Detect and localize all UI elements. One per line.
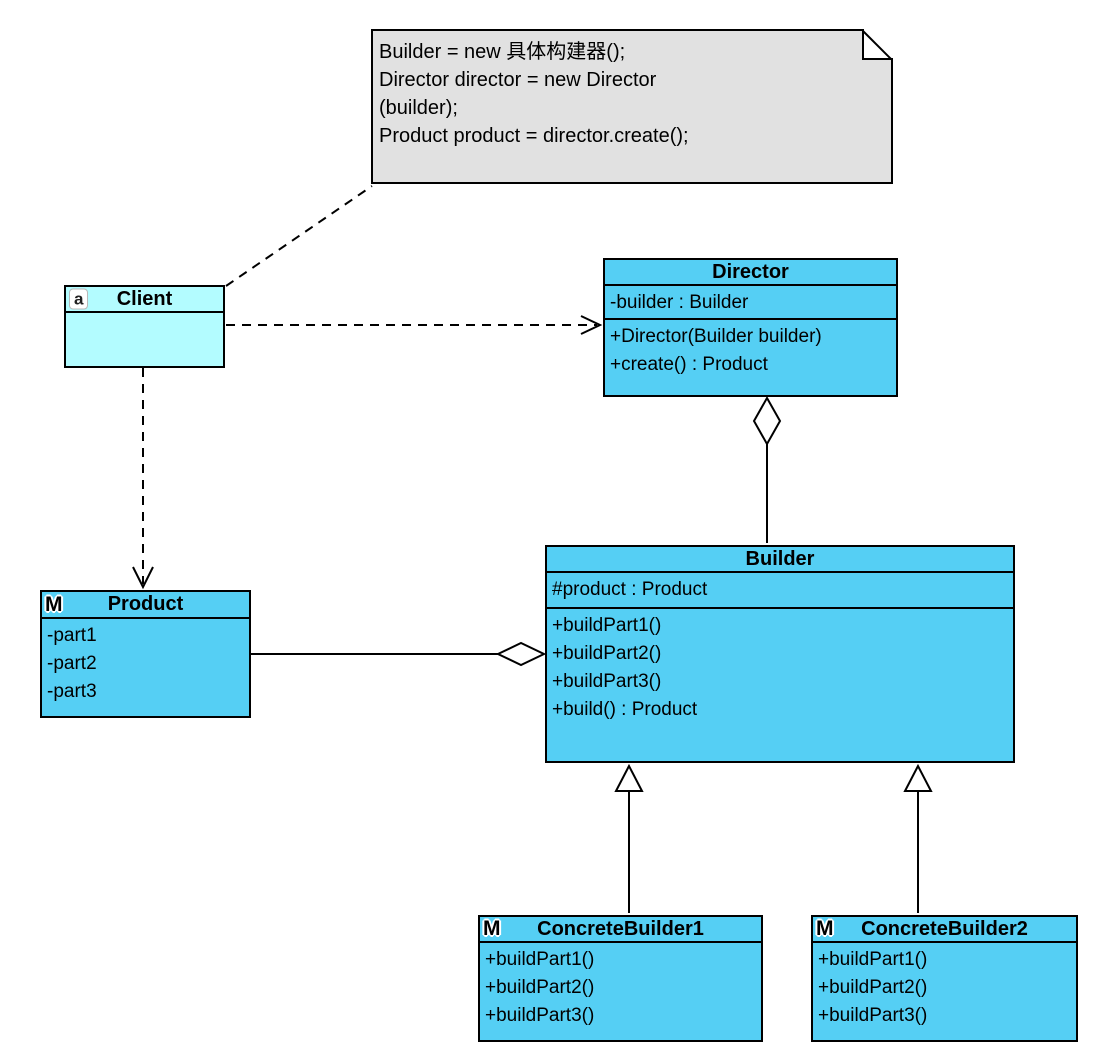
dependency-arrowhead-product <box>132 566 154 590</box>
note-line: (builder); <box>379 97 458 119</box>
method: +Director(Builder builder) <box>610 326 822 347</box>
note-line: Director director = new Director <box>379 69 657 91</box>
class-director-header: Director <box>605 260 896 286</box>
class-client[interactable]: a Client <box>64 285 225 368</box>
aggregation-diamond-director <box>752 395 782 447</box>
class-concrete-builder2[interactable]: M ConcreteBuilder2 +buildPart1() +buildP… <box>811 915 1078 1042</box>
class-builder[interactable]: Builder #product : Product +buildPart1()… <box>545 545 1015 763</box>
attribute: -builder : Builder <box>610 292 749 313</box>
class-name: Builder <box>745 547 815 570</box>
class-director-methods: +Director(Builder builder) +create() : P… <box>605 320 896 395</box>
class-name: Client <box>116 287 173 310</box>
attribute: -part2 <box>47 653 97 674</box>
class-badge-m-icon: M <box>483 917 501 940</box>
client-note-anchor-line[interactable] <box>225 185 373 287</box>
method: +create() : Product <box>610 354 768 375</box>
class-badge-m-icon: M <box>45 592 63 616</box>
class-concrete-builder1-header: M ConcreteBuilder1 <box>480 917 761 943</box>
method: +buildPart1() <box>818 949 928 970</box>
method: +buildPart3() <box>552 671 662 692</box>
attribute: -part3 <box>47 681 97 702</box>
method: +buildPart2() <box>818 977 928 998</box>
method: +buildPart2() <box>552 643 662 664</box>
class-concrete-builder1[interactable]: M ConcreteBuilder1 +buildPart1() +buildP… <box>478 915 763 1042</box>
method: +build() : Product <box>552 699 698 720</box>
class-name: ConcreteBuilder1 <box>537 917 704 940</box>
class-badge-m-icon: M <box>816 917 834 940</box>
class-product-attributes: -part1 -part2 -part3 <box>42 619 249 716</box>
class-builder-methods: +buildPart1() +buildPart2() +buildPart3(… <box>547 609 1013 761</box>
class-client-header: a Client <box>66 287 223 313</box>
class-product[interactable]: M Product -part1 -part2 -part3 <box>40 590 251 718</box>
class-concrete-builder2-methods: +buildPart1() +buildPart2() +buildPart3(… <box>813 943 1076 1040</box>
class-name: Product <box>107 593 184 615</box>
method: +buildPart2() <box>485 977 595 998</box>
class-name: ConcreteBuilder2 <box>861 917 1028 940</box>
class-director[interactable]: Director -builder : Builder +Director(Bu… <box>603 258 898 397</box>
generalization-triangle-cb2 <box>903 763 933 792</box>
generalization-triangle-cb1 <box>614 763 644 792</box>
class-builder-attributes: #product : Product <box>547 573 1013 609</box>
note-line: Builder = new 具体构建器(); <box>379 41 626 63</box>
dependency-arrowhead-director <box>580 315 603 335</box>
attribute: -part1 <box>47 625 97 646</box>
class-concrete-builder2-header: M ConcreteBuilder2 <box>813 917 1076 943</box>
class-product-header: M Product <box>42 592 249 619</box>
class-name: Director <box>712 260 789 283</box>
method: +buildPart1() <box>485 949 595 970</box>
note-shape[interactable] <box>371 29 893 184</box>
method: +buildPart3() <box>818 1005 928 1026</box>
attribute: #product : Product <box>552 579 708 600</box>
class-concrete-builder1-methods: +buildPart1() +buildPart2() +buildPart3(… <box>480 943 761 1040</box>
note-fold-line <box>862 30 892 60</box>
class-badge-a-icon: a <box>69 288 89 310</box>
note-line: Product product = director.create(); <box>379 125 689 147</box>
method: +buildPart3() <box>485 1005 595 1026</box>
uml-note[interactable]: Builder = new 具体构建器(); Director director… <box>372 30 891 183</box>
method: +buildPart1() <box>552 615 662 636</box>
aggregation-diamond-builder <box>495 641 547 667</box>
class-builder-header: Builder <box>547 547 1013 573</box>
class-director-attributes: -builder : Builder <box>605 286 896 320</box>
class-client-body <box>66 313 223 366</box>
